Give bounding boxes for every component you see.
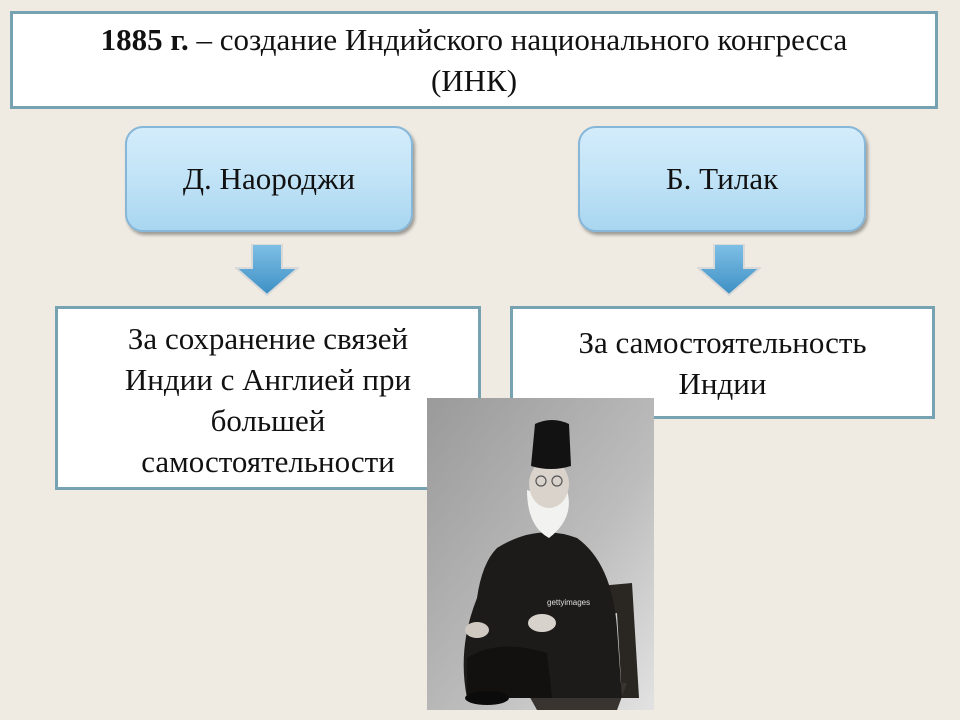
leader-naoroji-label: Д. Наороджи bbox=[182, 161, 356, 196]
position-naoroji-line: За сохранение связей bbox=[127, 321, 409, 356]
portrait-illustration: gettyimages bbox=[427, 398, 654, 710]
position-naoroji-line: Индии с Англией при bbox=[124, 362, 412, 397]
title-box: 1885 г. – создание Индийского национальн… bbox=[10, 11, 938, 109]
watermark-text: gettyimages bbox=[547, 598, 590, 607]
title-line-1: 1885 г. – создание Индийского национальн… bbox=[101, 19, 848, 60]
portrait-photo: gettyimages bbox=[427, 398, 654, 710]
down-arrow-icon-right bbox=[697, 244, 761, 296]
title-year: 1885 г. bbox=[100, 22, 189, 57]
position-naoroji-line: большей bbox=[210, 403, 326, 438]
down-arrow-icon-left bbox=[235, 244, 299, 296]
position-tilak-line: Индии bbox=[678, 365, 767, 401]
position-naoroji-box: За сохранение связей Индии с Англией при… bbox=[55, 306, 481, 490]
leader-tilak-label: Б. Тилак bbox=[665, 161, 779, 196]
position-naoroji-line: самостоятельности bbox=[141, 444, 395, 479]
leader-naoroji-box: Д. Наороджи bbox=[125, 126, 413, 232]
title-text: – создание Индийского национального конг… bbox=[188, 22, 848, 57]
title-line-2: (ИНК) bbox=[430, 63, 518, 98]
position-tilak-line: За самостоятельность bbox=[578, 324, 867, 360]
leader-tilak-box: Б. Тилак bbox=[578, 126, 866, 232]
